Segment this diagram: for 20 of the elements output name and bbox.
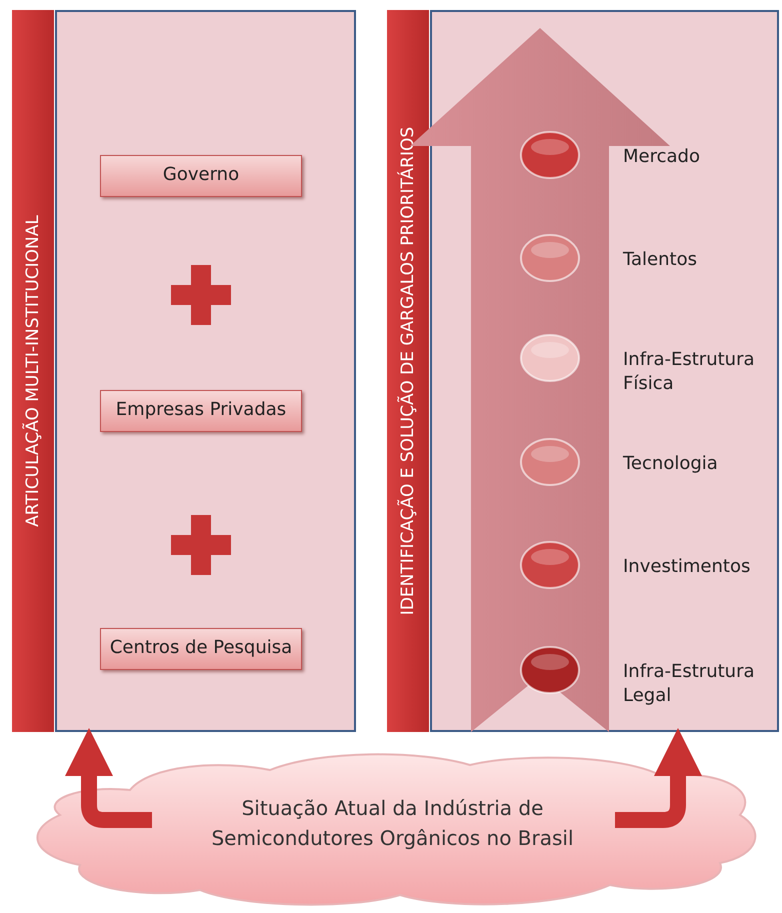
bullet-circle bbox=[519, 130, 581, 180]
panel-heading: ARTICULAÇÃO MULTI-INSTITUCIONAL bbox=[22, 215, 44, 527]
item-label: Tecnologia bbox=[623, 452, 719, 476]
label-box: Governo bbox=[100, 155, 302, 197]
bullet-circle bbox=[519, 437, 581, 487]
item-label: Talentos bbox=[623, 248, 698, 272]
label-box: Empresas Privadas bbox=[100, 390, 302, 432]
item-label: Infra-Estrutura Física bbox=[623, 348, 756, 396]
item-label: Investimentos bbox=[623, 555, 752, 579]
curved-arrow bbox=[615, 728, 702, 828]
bullet-circle bbox=[519, 333, 581, 383]
cloud-text: Situação Atual da Indústria de Semicondutores Orgânicos no Brasil bbox=[210, 795, 575, 852]
bullet-circle bbox=[519, 233, 581, 283]
panel-heading: IDENTIFICAÇÃO E SOLUÇÃO DE GARGALOS PRIORITÁRIOS bbox=[397, 126, 420, 616]
item-label: Infra-Estrutura Legal bbox=[623, 660, 756, 708]
bullet-circle bbox=[519, 645, 581, 695]
label-box: Centros de Pesquisa bbox=[100, 628, 302, 670]
item-label: Mercado bbox=[623, 145, 701, 169]
bullet-circle bbox=[519, 540, 581, 590]
curved-arrow bbox=[65, 728, 152, 828]
